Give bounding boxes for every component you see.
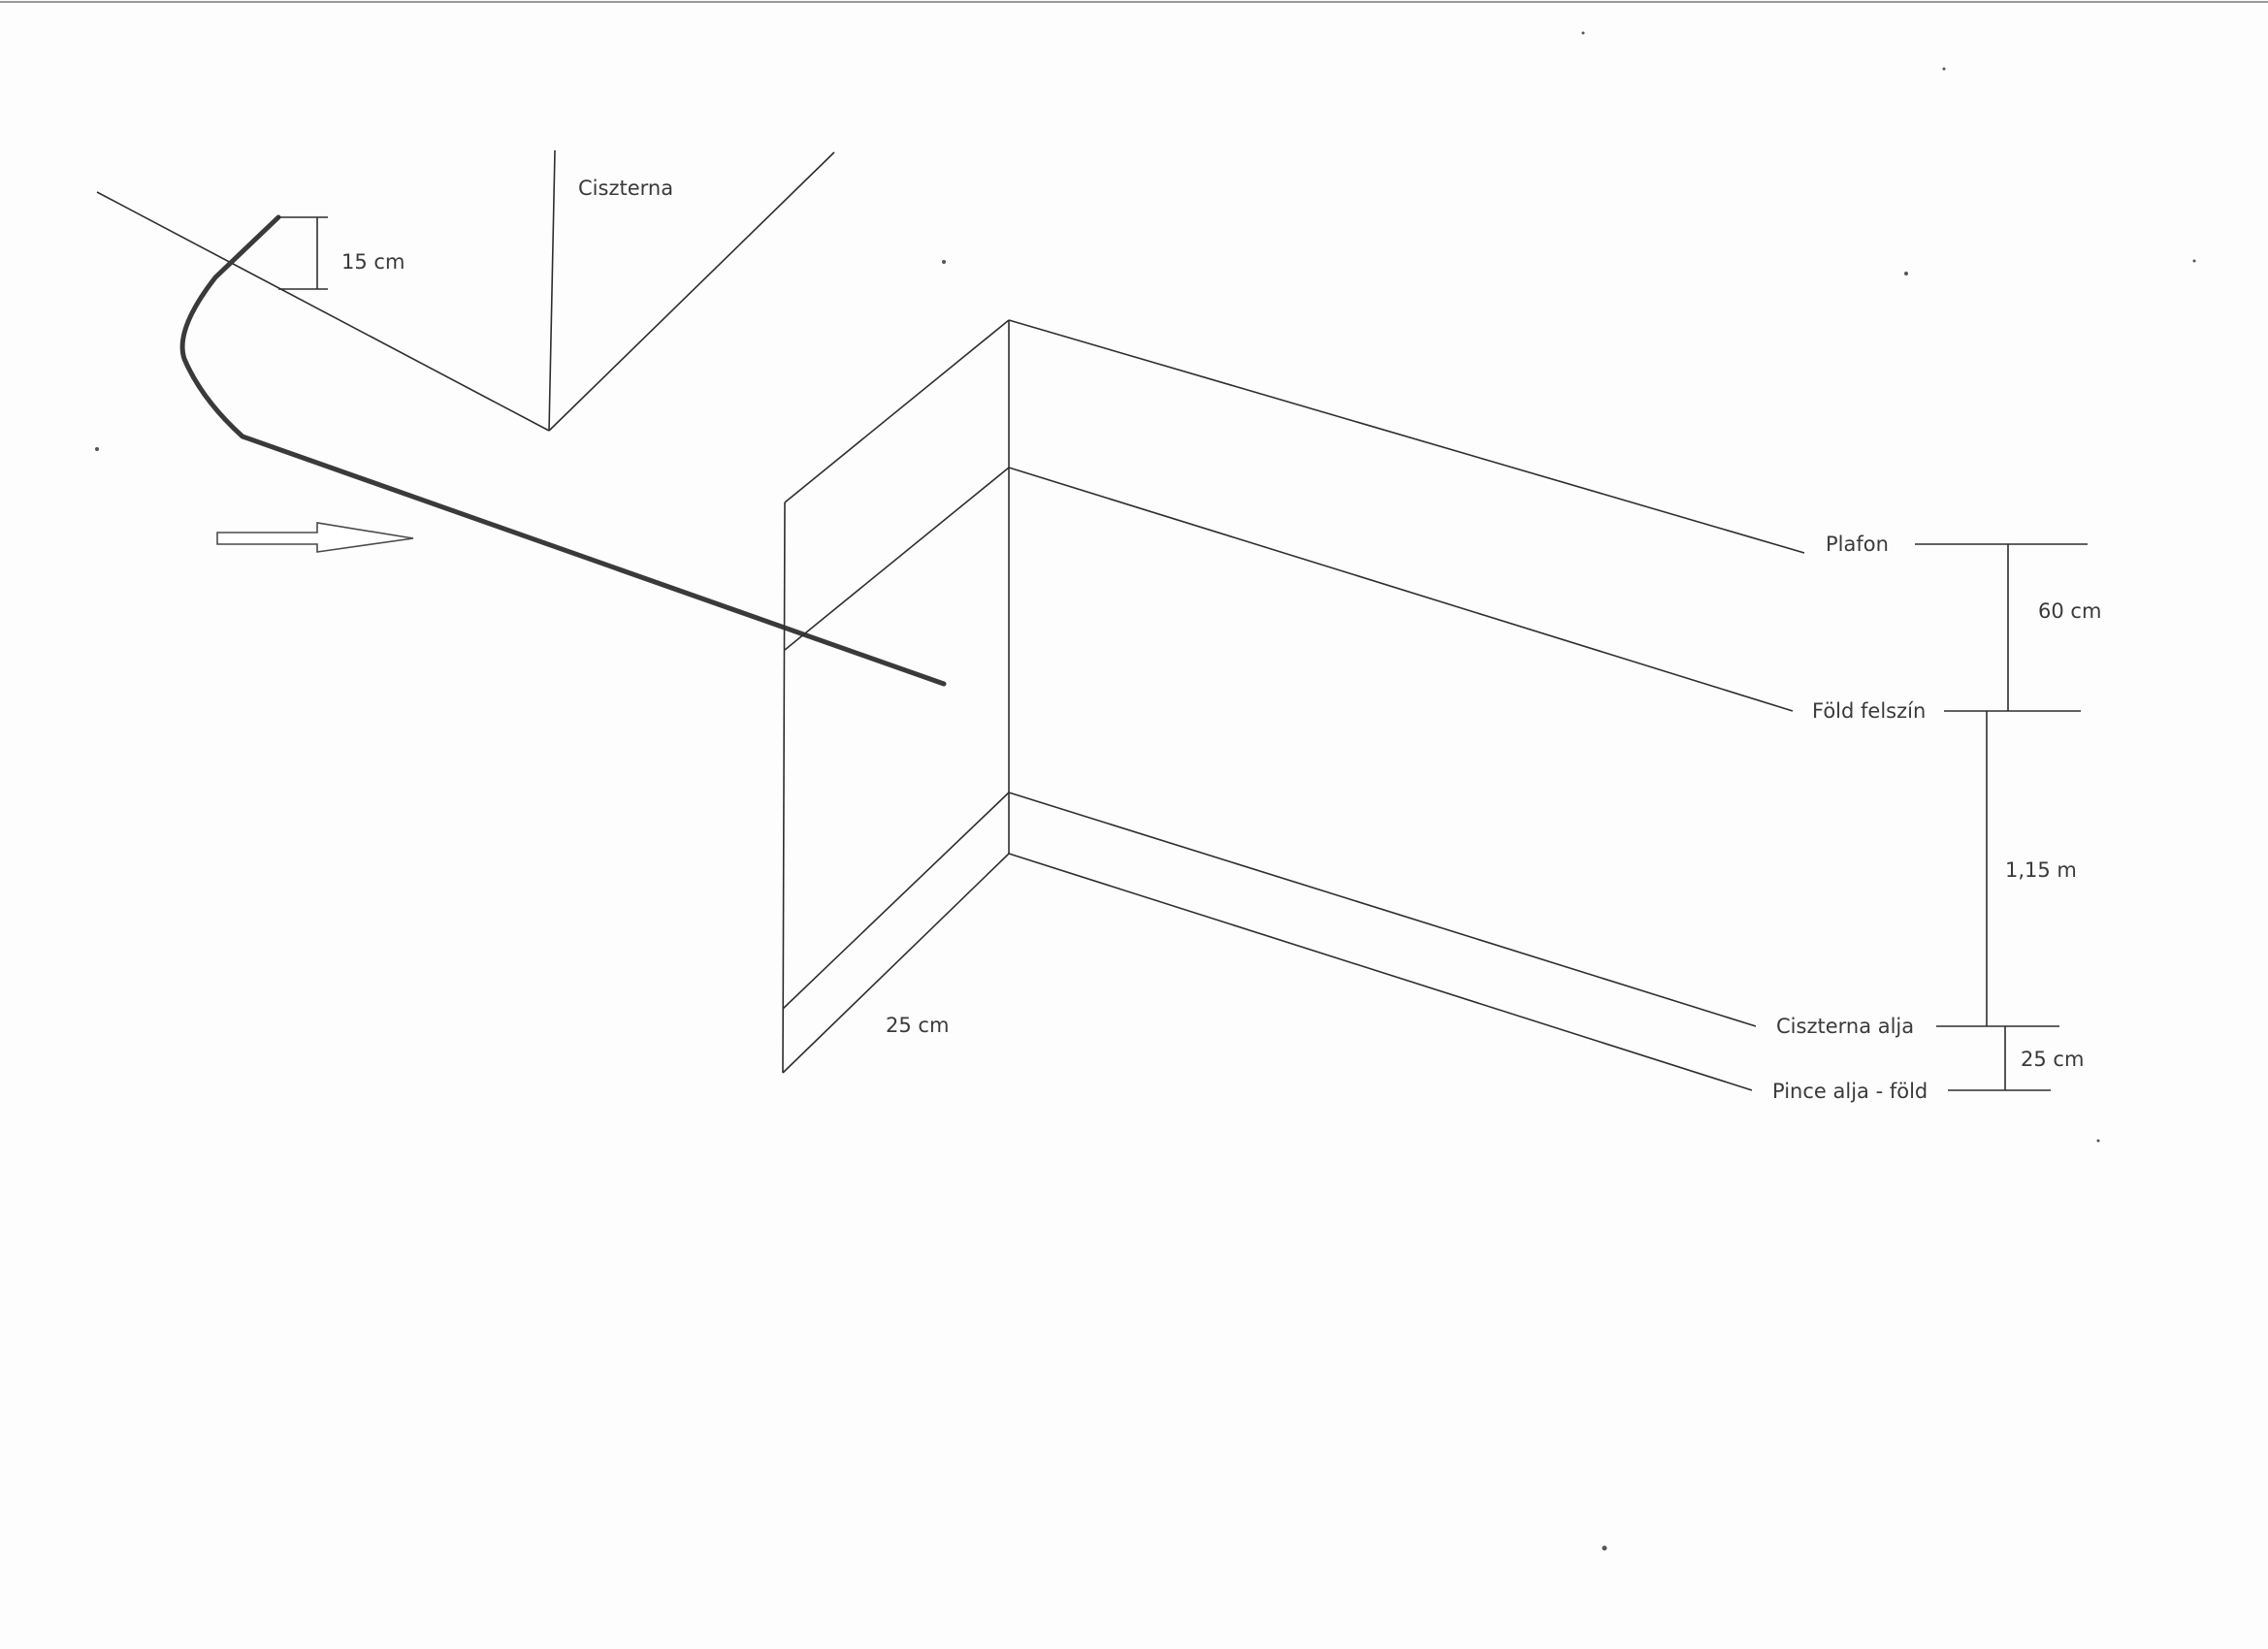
- speck: [1602, 1545, 1607, 1551]
- cellar-floor-oblique-edge: [782, 853, 1010, 1074]
- overflow-pipe: [179, 214, 947, 687]
- cistern-right-wall: [548, 151, 835, 432]
- ground-surface-line: [1008, 467, 1794, 712]
- pipe-height-dimension: [278, 216, 328, 290]
- ceiling-oblique-edge: [784, 319, 1010, 503]
- level-dimension-chain: [1915, 543, 2088, 1091]
- speck: [942, 260, 946, 264]
- wall-left-edge: [782, 501, 786, 1074]
- speck: [1942, 67, 1946, 71]
- ceiling-to-ground-label: 60 cm: [2038, 599, 2101, 623]
- cistern-outline: [96, 149, 835, 432]
- building-section: [782, 319, 1805, 1091]
- cistern-center-line: [548, 149, 556, 432]
- ceiling-label: Plafon: [1826, 533, 1889, 556]
- cellar-floor-label: Pince alja - föld: [1772, 1080, 1928, 1103]
- tank-to-cellar-label: 25 cm: [2021, 1048, 2084, 1071]
- tank-bottom-label: Ciszterna alja: [1776, 1015, 1914, 1038]
- pipe-height-label: 15 cm: [341, 250, 405, 274]
- tank-bottom-line: [1008, 792, 1757, 1027]
- arrow-right-icon: [216, 522, 414, 553]
- cellar-floor-line: [1008, 853, 1753, 1091]
- tank-bottom-oblique-edge: [782, 792, 1010, 1010]
- ceiling-line: [1008, 319, 1805, 554]
- speck: [2192, 259, 2196, 263]
- ground-surface-label: Föld felszín: [1812, 699, 1926, 723]
- ground-oblique-edge: [784, 467, 1010, 651]
- speck: [1581, 31, 1585, 35]
- speck: [1904, 272, 1908, 275]
- cistern-left-wall: [96, 191, 550, 432]
- speck: [2096, 1139, 2100, 1143]
- cistern-label: Ciszterna: [578, 177, 673, 200]
- wall-base-offset-label: 25 cm: [886, 1014, 949, 1037]
- ground-to-tank-label: 1,15 m: [2005, 858, 2077, 882]
- speck: [95, 447, 99, 451]
- scan-specks: [95, 31, 2196, 1551]
